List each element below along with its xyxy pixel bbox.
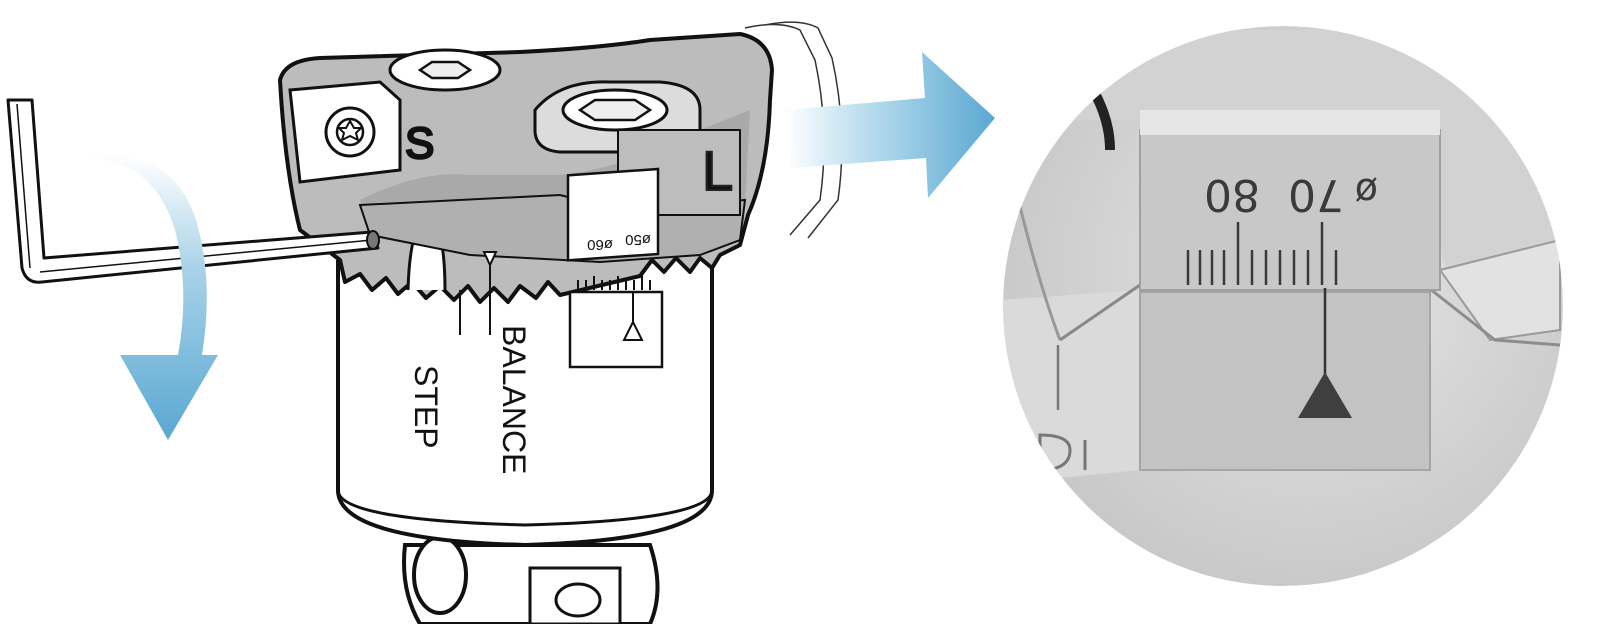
zoom-scale-ticks [1186, 222, 1338, 285]
head-scale-plate [566, 167, 660, 292]
step-label: STEP [408, 365, 444, 449]
tool-illustration: S L ø60 ø50 [6, 21, 843, 624]
rotation-arrow-icon [72, 156, 218, 440]
head-scale-label-50: ø50 [625, 231, 651, 248]
insert-letter-l: L [702, 139, 733, 202]
hex-key-icon [6, 98, 380, 284]
shank-lower [402, 535, 660, 624]
balance-label: BALANCE [496, 325, 532, 474]
zoom-pointer-triangle [1298, 372, 1352, 418]
zoom-scale-label-80: 80 [1204, 169, 1260, 220]
cutter-head [278, 32, 774, 304]
zoom-detail [1003, 26, 1563, 586]
slider-block [568, 290, 664, 369]
zoom-scale-label-diameter: ø [1355, 170, 1378, 214]
zoom-arrow-icon [785, 52, 995, 198]
head-scale-label-60: ø60 [587, 236, 613, 253]
zoom-scale-label-70: 70 [1288, 169, 1344, 220]
motion-ghost-outlines [744, 21, 843, 239]
reference-marks [459, 251, 498, 335]
insert-letter-s: S [405, 119, 434, 168]
